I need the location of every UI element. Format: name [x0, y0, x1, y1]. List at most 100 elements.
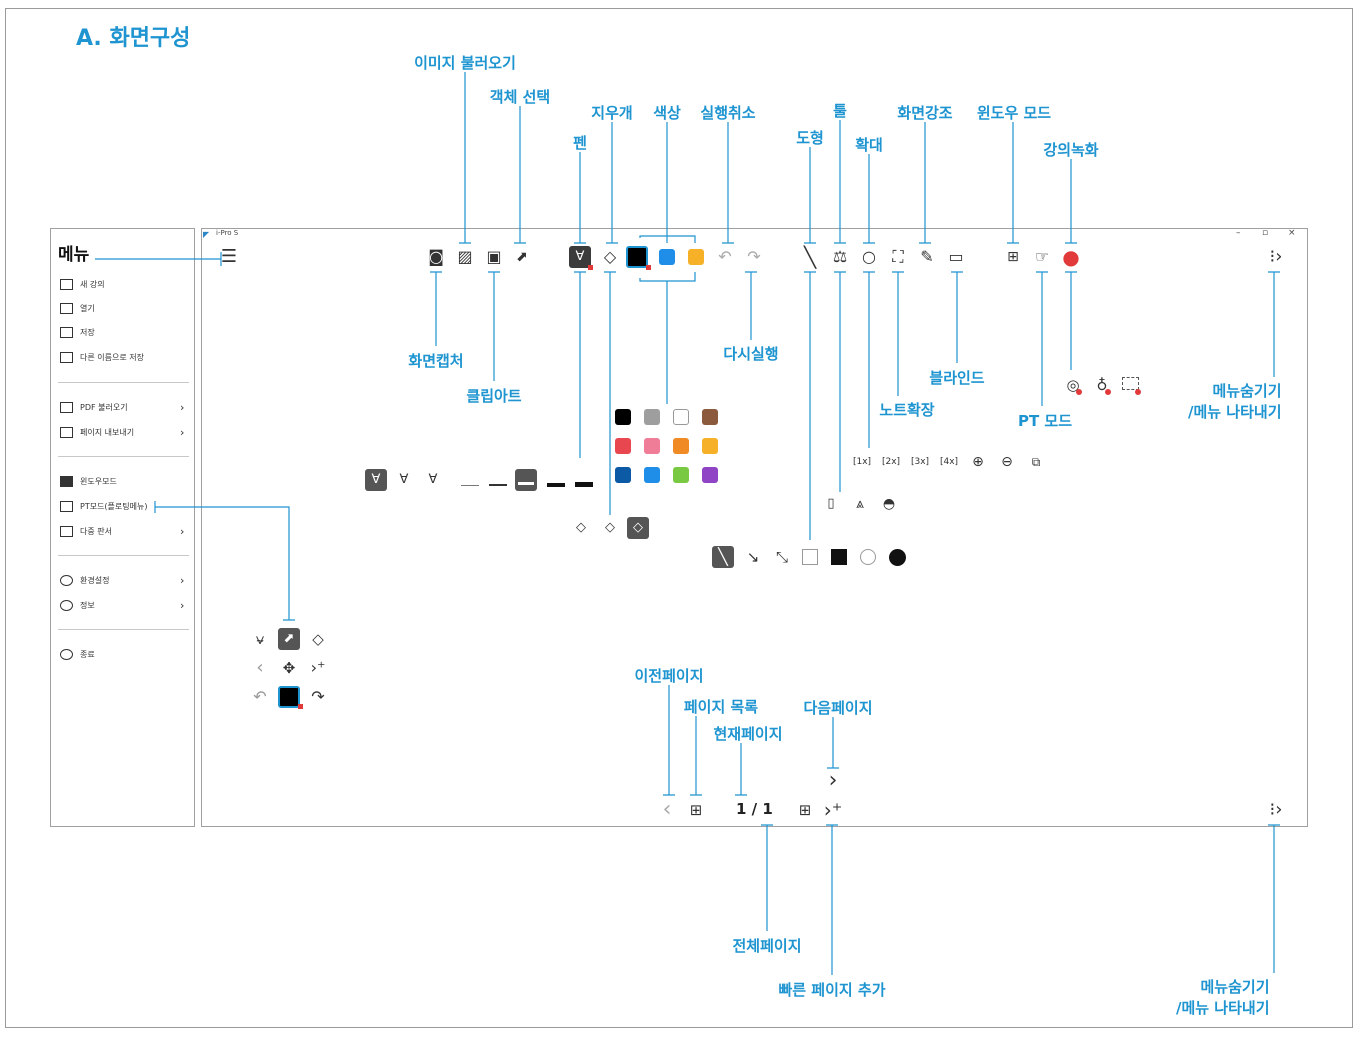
- thickness-selected[interactable]: [515, 469, 537, 491]
- magnifier-icon[interactable]: ○: [862, 247, 876, 266]
- palette-swatch[interactable]: [673, 409, 689, 425]
- brush-icon[interactable]: ∀: [428, 472, 438, 487]
- select-arrow-icon[interactable]: ⬈: [516, 249, 528, 265]
- menu-item-pdf-load[interactable]: PDF 불러오기›: [60, 401, 190, 414]
- callout-current-page: 현재페이지: [713, 725, 783, 743]
- arrow-line-icon[interactable]: ↘: [746, 548, 760, 566]
- eraser-icon[interactable]: ◇: [312, 630, 324, 648]
- pt-color-button[interactable]: [278, 686, 300, 708]
- windows-icon[interactable]: ⊞: [1007, 249, 1019, 265]
- blind-icon[interactable]: ▭: [948, 247, 964, 266]
- move-icon[interactable]: ✥: [282, 659, 296, 677]
- callout-redo: 다시실행: [723, 345, 779, 363]
- screen-emphasis-icon[interactable]: ✎: [920, 247, 934, 266]
- microphone-icon[interactable]: ♁: [1096, 376, 1108, 394]
- hamburger-menu-icon[interactable]: ☰: [220, 246, 238, 267]
- record-icon[interactable]: ●: [1062, 245, 1080, 269]
- color-blue-button[interactable]: [659, 249, 675, 265]
- menu-item-settings[interactable]: 환경설정›: [60, 574, 190, 587]
- eraser-all-button[interactable]: [627, 517, 649, 539]
- diagram-frame: [5, 8, 1353, 1028]
- area-record-icon[interactable]: [1122, 377, 1139, 390]
- color-black-button[interactable]: [626, 246, 648, 268]
- circle-filled-icon[interactable]: [889, 549, 906, 566]
- menu-item-save[interactable]: 저장: [60, 327, 190, 338]
- minimize-button[interactable]: –: [1236, 228, 1241, 238]
- palette-swatch[interactable]: [644, 438, 660, 454]
- palette-swatch[interactable]: [673, 467, 689, 483]
- menu-item-multi-board[interactable]: 다중 판서›: [60, 525, 190, 538]
- shape-line-button[interactable]: [712, 546, 734, 568]
- redo-icon[interactable]: ↷: [747, 247, 761, 266]
- menu-item-exit[interactable]: 종료: [60, 649, 190, 660]
- menu-toggle-icon[interactable]: ⁝›: [1269, 799, 1283, 820]
- marker-icon[interactable]: ∀: [399, 472, 409, 487]
- prev-page-icon[interactable]: ‹: [662, 797, 672, 822]
- undo-icon[interactable]: ↶: [718, 247, 732, 266]
- palette-swatch[interactable]: [702, 467, 718, 483]
- zoom-4x-icon[interactable]: [4x]: [939, 457, 959, 467]
- thickness-medium[interactable]: [489, 484, 507, 486]
- power-icon: [60, 649, 73, 660]
- thickness-thin[interactable]: [461, 485, 479, 486]
- compass-icon[interactable]: ⩓: [856, 496, 864, 512]
- menu-item-new-lecture[interactable]: 새 강의: [60, 279, 190, 290]
- pt-select-button[interactable]: [278, 628, 300, 650]
- palette-swatch[interactable]: [644, 409, 660, 425]
- palette-swatch[interactable]: [702, 409, 718, 425]
- pen-icon: ∀: [371, 472, 381, 487]
- clipart-icon[interactable]: ▣: [486, 247, 502, 266]
- protractor-icon[interactable]: ◓: [882, 496, 896, 512]
- undo-icon[interactable]: ↶: [253, 687, 267, 706]
- menu-item-open[interactable]: 열기: [60, 303, 190, 314]
- menu-toggle-icon[interactable]: ⁝›: [1269, 246, 1283, 267]
- pen-icon[interactable]: ⍱: [255, 630, 265, 648]
- next-page-icon[interactable]: ›: [828, 768, 838, 793]
- palette-swatch[interactable]: [673, 438, 689, 454]
- pen-button[interactable]: [569, 246, 591, 268]
- line-icon[interactable]: ╲: [803, 245, 817, 269]
- image-icon[interactable]: ▨: [457, 247, 473, 266]
- palette-swatch[interactable]: [615, 438, 631, 454]
- menu-item-page-export[interactable]: 페이지 내보내기›: [60, 426, 190, 439]
- zoom-area-icon[interactable]: ⧉: [1031, 455, 1041, 469]
- pen-type-1-button[interactable]: [365, 469, 387, 491]
- palette-swatch[interactable]: [615, 467, 631, 483]
- rect-outline-icon[interactable]: [802, 549, 818, 565]
- eraser-partial-icon[interactable]: ◇: [576, 520, 586, 535]
- double-arrow-icon[interactable]: ⤡: [775, 548, 789, 566]
- menu-item-window-mode[interactable]: 윈도우모드: [60, 476, 190, 487]
- zoom-1x-icon[interactable]: [1x]: [852, 457, 872, 467]
- chevron-left-icon[interactable]: ‹: [256, 657, 264, 678]
- tool-icon[interactable]: ⚖: [832, 247, 848, 266]
- palette-swatch[interactable]: [702, 438, 718, 454]
- palette-swatch[interactable]: [615, 409, 631, 425]
- note-expand-icon[interactable]: ⛶: [892, 247, 904, 266]
- close-button[interactable]: ×: [1288, 228, 1296, 238]
- thickness-thickest[interactable]: [575, 482, 593, 487]
- add-page-icon[interactable]: ›⁺: [310, 658, 326, 677]
- thickness-thick[interactable]: [547, 483, 565, 487]
- rect-filled-icon[interactable]: [831, 549, 847, 565]
- pt-mode-icon[interactable]: ☞: [1034, 247, 1050, 266]
- menu-item-info[interactable]: 정보›: [60, 599, 190, 612]
- menu-item-pt-mode[interactable]: PT모드(플로팅메뉴): [60, 501, 190, 512]
- zoom-in-icon[interactable]: ⊕: [972, 454, 984, 470]
- restore-button[interactable]: ▫: [1262, 228, 1269, 238]
- zoom-2x-icon[interactable]: [2x]: [881, 457, 901, 467]
- eraser-icon[interactable]: ◇: [603, 247, 617, 266]
- ruler-icon[interactable]: ▯: [827, 496, 835, 511]
- redo-icon[interactable]: ↷: [311, 687, 325, 706]
- zoom-out-icon[interactable]: ⊖: [1001, 454, 1013, 470]
- camera-icon[interactable]: ◙: [428, 247, 444, 266]
- add-page-icon[interactable]: ⊞: [798, 801, 812, 819]
- quick-add-page-icon[interactable]: ›⁺: [823, 798, 843, 822]
- palette-swatch[interactable]: [644, 467, 660, 483]
- page-list-icon[interactable]: ⊞: [689, 801, 703, 819]
- color-orange-button[interactable]: [688, 249, 704, 265]
- menu-item-save-as[interactable]: 다른 이름으로 저장: [60, 352, 190, 363]
- zoom-3x-icon[interactable]: [3x]: [910, 457, 930, 467]
- new-file-icon: [60, 279, 73, 290]
- eraser-object-icon[interactable]: ◇: [605, 520, 615, 535]
- circle-outline-icon[interactable]: [860, 549, 876, 565]
